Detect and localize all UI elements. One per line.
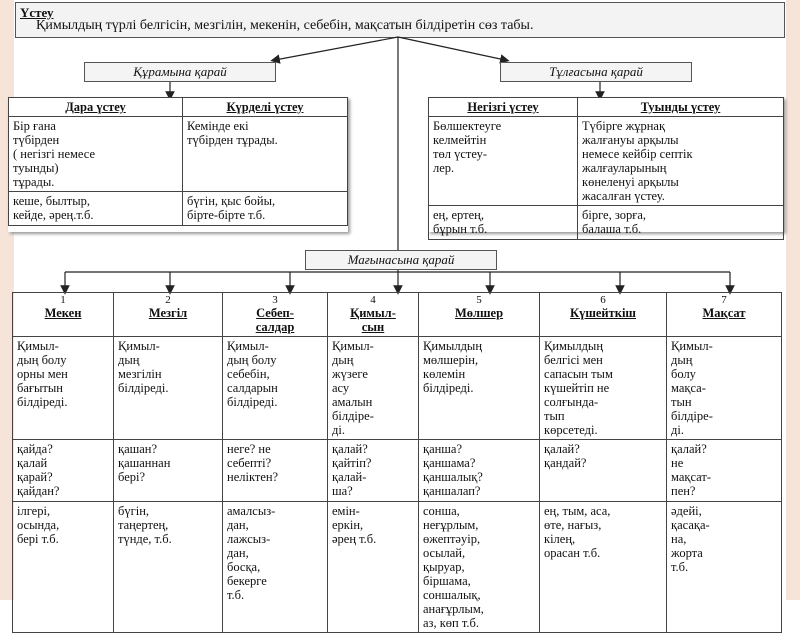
meaning-branch-label: Мағынасына қарай <box>305 250 497 270</box>
col-7-questions: қалай? не мақсат- пен? <box>666 439 782 502</box>
form-branch-label: Тұлғасына қарай <box>500 62 692 82</box>
col-5-questions: қанша? қаншама? қаншалық? қаншалап? <box>418 439 540 502</box>
col-4-definition: Қимыл- дың жүзеге асу амалын білдіре- ді… <box>327 336 419 440</box>
definition-text: Қимылдың түрлі белгісін, мезгілін, мекен… <box>36 18 534 33</box>
compound-definition: Кемінде екі түбірден тұрады. <box>182 116 348 192</box>
composition-panel: Дара үстеу Күрделі үстеу Бір ғана түбірд… <box>8 97 348 232</box>
col-2-questions: қашан? қашаннан бері? <box>113 439 223 502</box>
form-panel: Негізгі үстеу Туынды үстеу Бөлшектеуге к… <box>428 97 784 240</box>
col-6-examples: ең, тым, аса, өте, нағыз, кілең, орасан … <box>539 501 667 633</box>
col-1-examples: ілгері, осында, бері т.б. <box>12 501 114 633</box>
derived-examples: бірге, зорға, балаша т.б. <box>577 205 784 240</box>
col-3-definition: Қимыл- дың болу себебін, салдарын білдір… <box>222 336 328 440</box>
header-simple-adverb: Дара үстеу <box>8 97 183 117</box>
right-decor-stripe <box>786 0 800 600</box>
simple-definition: Бір ғана түбірден ( негізгі немесе туынд… <box>8 116 183 192</box>
definition-box: Үстеу Қимылдың түрлі белгісін, мезгілін,… <box>15 2 785 38</box>
header-compound-adverb: Күрделі үстеу <box>182 97 348 117</box>
col-3-questions: неге? не себепті? неліктен? <box>222 439 328 502</box>
composition-branch-label: Құрамына қарай <box>84 62 276 82</box>
col-2-definition: Қимыл- дың мезгілін білдіреді. <box>113 336 223 440</box>
derived-definition: Түбірге жұрнақ жалғануы арқылы немесе ке… <box>577 116 784 206</box>
col-6-definition: Қимылдың белгісі мен сапасын тым күшейті… <box>539 336 667 440</box>
col-1-definition: Қимыл- дың болу орны мен бағытын білдіре… <box>12 336 114 440</box>
col-1-questions: қайда? қалай қарай? қайдан? <box>12 439 114 502</box>
header-base-adverb: Негізгі үстеу <box>428 97 578 117</box>
header-derived-adverb: Туынды үстеу <box>577 97 784 117</box>
meaning-examples-row: ілгері, осында, бері т.б. бүгін, таңерте… <box>12 501 782 633</box>
col-4-examples: емін- еркін, әрең т.б. <box>327 501 419 633</box>
col-3-examples: амалсыз- дан, лажсыз- дан, босқа, бекерг… <box>222 501 328 633</box>
col-4-questions: қалай? қайтіп? қалай- ша? <box>327 439 419 502</box>
col-5-examples: сонша, неғұрлым, өжептәуір, осылай, қыру… <box>418 501 540 633</box>
base-definition: Бөлшектеуге келмейтін төл үстеу- лер. <box>428 116 578 206</box>
col-6-questions: қалай? қандай? <box>539 439 667 502</box>
meaning-questions-row: қайда? қалай қарай? қайдан? қашан? қашан… <box>12 439 782 502</box>
compound-examples: бүгін, қыс бойы, бірте-бірте т.б. <box>182 191 348 226</box>
col-5-definition: Қимылдың мөлшерін, көлемін білдіреді. <box>418 336 540 440</box>
composition-table: Дара үстеу Күрделі үстеу Бір ғана түбірд… <box>8 97 348 226</box>
col-7-definition: Қимыл- дың болу мақса- тын білдіре- ді. <box>666 336 782 440</box>
col-7-examples: әдейі, қасақа- на, жорта т.б. <box>666 501 782 633</box>
page-title: Үстеу <box>20 5 54 20</box>
col-2-examples: бүгін, таңертең, түнде, т.б. <box>113 501 223 633</box>
form-table: Негізгі үстеу Туынды үстеу Бөлшектеуге к… <box>428 97 784 240</box>
simple-examples: кеше, былтыр, кейде, әрең.т.б. <box>8 191 183 226</box>
base-examples: ең, ертең, бұрын т.б. <box>428 205 578 240</box>
meaning-definition-row: Қимыл- дың болу орны мен бағытын білдіре… <box>12 336 782 440</box>
